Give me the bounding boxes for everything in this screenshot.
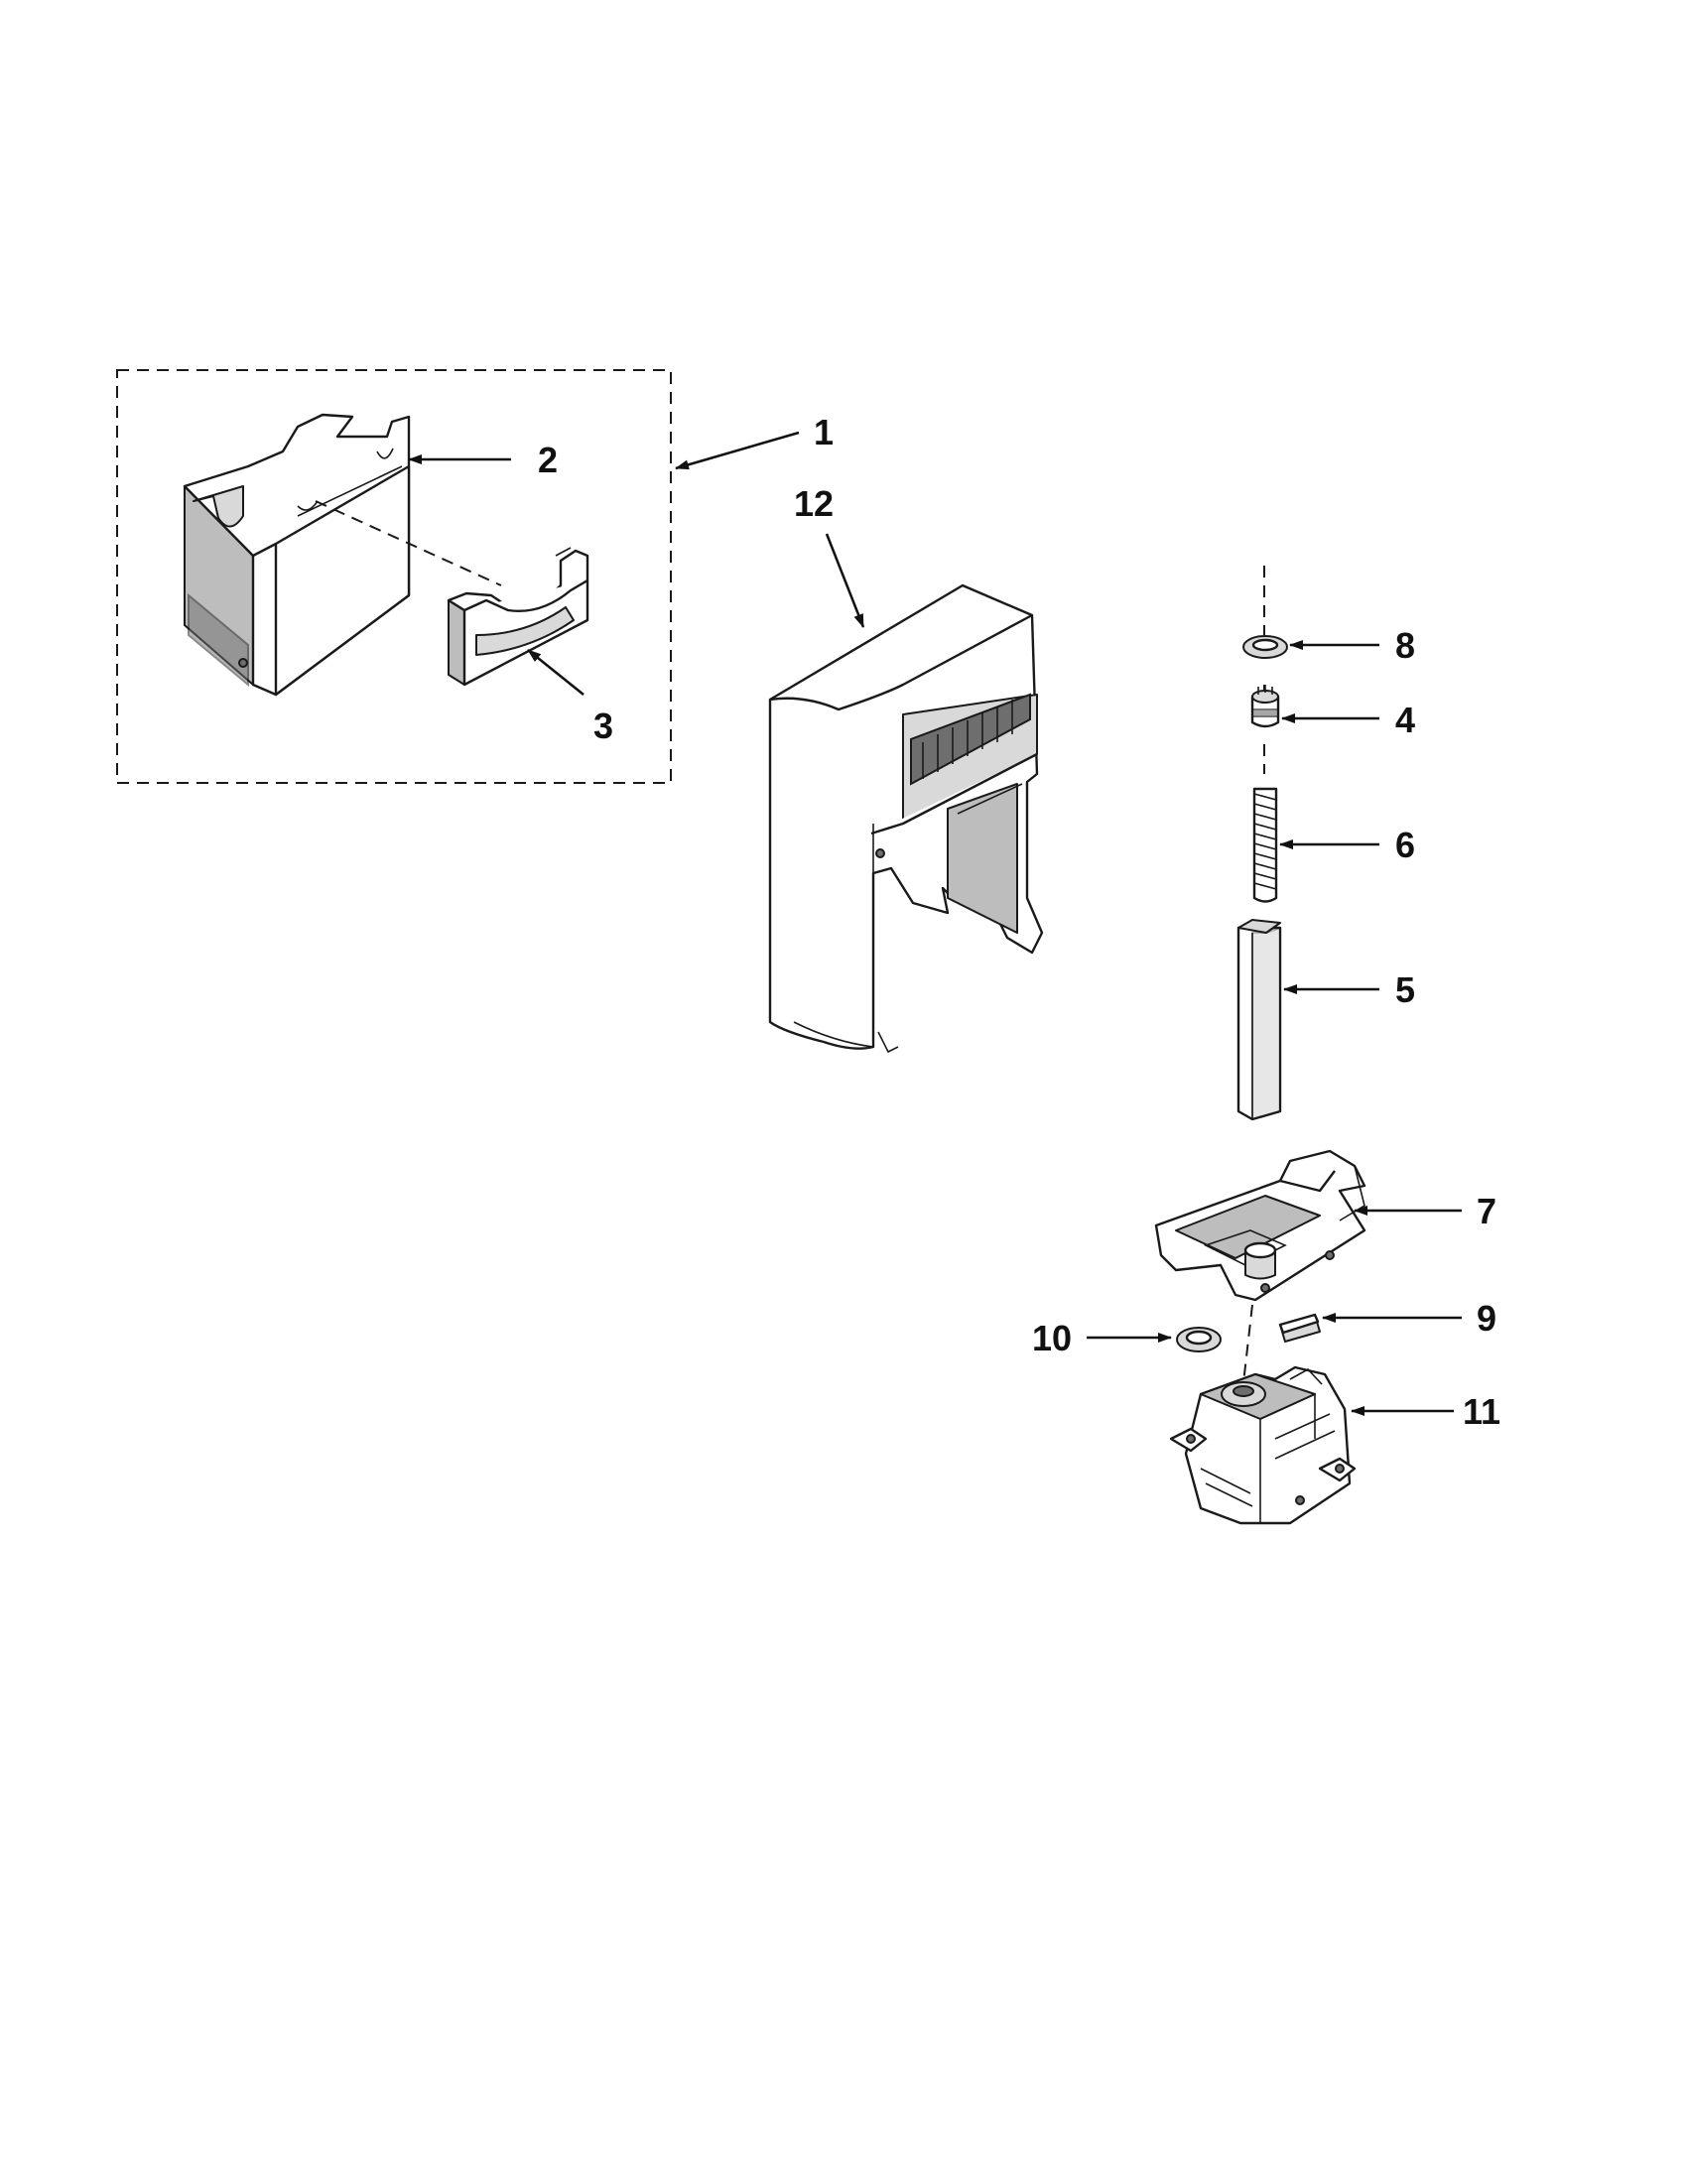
callout-3: 3	[593, 706, 613, 746]
callout-12: 12	[794, 483, 834, 524]
callout-9: 9	[1477, 1298, 1496, 1339]
part-2-ice-bucket	[183, 413, 411, 697]
callout-5: 5	[1395, 969, 1415, 1010]
part-12-dispenser-housing	[768, 583, 1044, 1054]
callout-11: 11	[1463, 1391, 1500, 1432]
part-7-bracket	[1154, 1149, 1366, 1302]
leader-1	[675, 431, 800, 470]
part-6-spring	[1252, 787, 1278, 903]
callout-8: 8	[1395, 625, 1415, 666]
part-11-motor	[1169, 1365, 1357, 1525]
callout-4: 4	[1395, 700, 1415, 740]
leader-3	[527, 649, 584, 696]
callout-6: 6	[1395, 825, 1415, 865]
part-10-washer	[1176, 1327, 1222, 1352]
part-4-coupler	[1250, 685, 1280, 728]
callout-7: 7	[1477, 1191, 1496, 1231]
callout-2: 2	[538, 440, 558, 480]
leader-12	[825, 533, 865, 628]
part-9-clip	[1278, 1313, 1321, 1343]
callout-10: 10	[1032, 1318, 1072, 1358]
assembly-dash-line-2-3	[315, 500, 502, 586]
assembly-boundary-box	[116, 369, 672, 784]
callout-1: 1	[814, 412, 834, 452]
part-5-shaft	[1236, 919, 1282, 1121]
part-8-washer	[1242, 635, 1288, 659]
part-3-handle	[447, 547, 589, 687]
